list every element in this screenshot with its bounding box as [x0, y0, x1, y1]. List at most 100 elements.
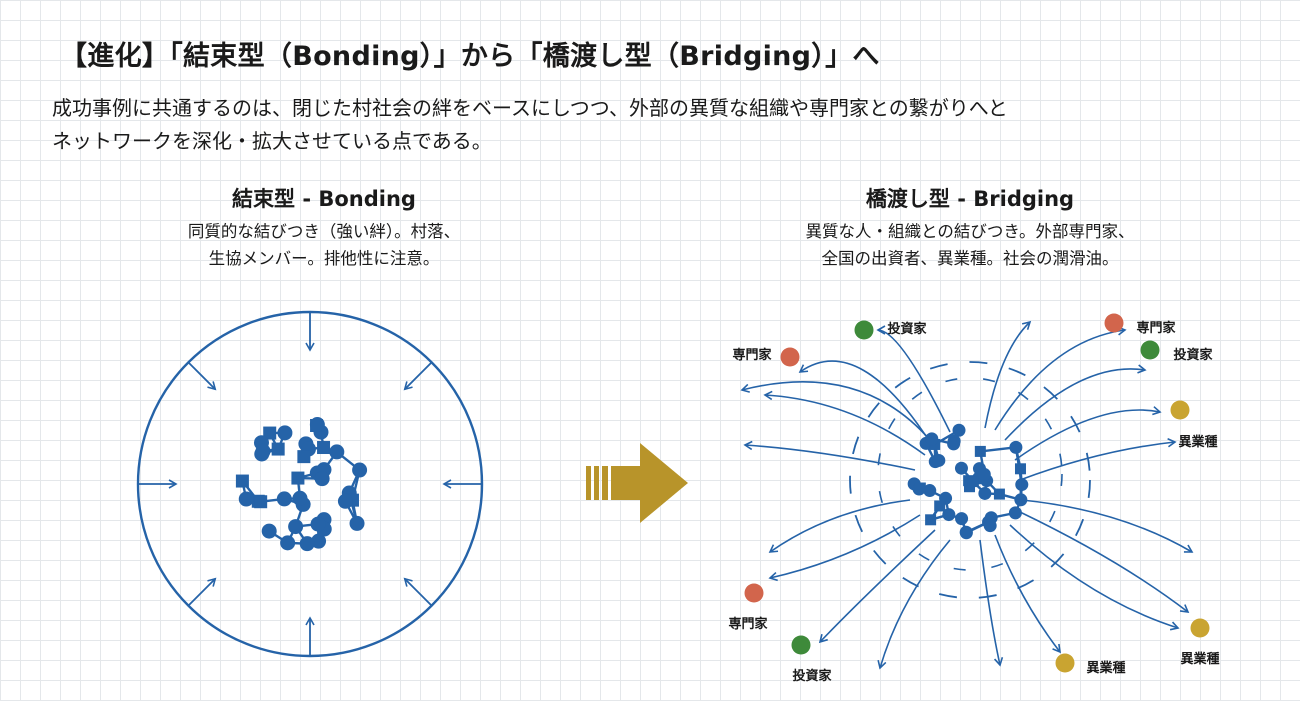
bonding-desc: 同質的な結びつき（強い絆）。村落、 生協メンバー。排他性に注意。	[94, 218, 554, 272]
investor-label: 投資家	[792, 668, 832, 684]
bonding-desc-line-2: 生協メンバー。排他性に注意。	[208, 249, 440, 268]
external-nodes: 専門家投資家専門家投資家異業種専門家投資家異業種異業種	[728, 313, 1220, 684]
cluster-node	[983, 519, 997, 533]
outward-arrow	[768, 514, 921, 582]
inward-arrow	[403, 361, 433, 391]
transition-arrow	[586, 443, 688, 523]
cluster-node	[310, 516, 326, 532]
investor-node	[854, 320, 874, 340]
cluster-node	[288, 519, 304, 535]
outward-arrow	[979, 539, 1004, 667]
bridging-desc: 異質な人・組織との結びつき。外部専門家、 全国の出資者、異業種。社会の潤滑油。	[740, 218, 1200, 272]
outward-arrow	[994, 534, 1061, 654]
bonding-desc-line-1: 同質的な結びつき（強い絆）。村落、	[187, 222, 461, 241]
outward-arrow	[1019, 511, 1190, 613]
outward-arrow	[1014, 406, 1162, 461]
inward-arrow	[187, 577, 217, 607]
investor-node	[791, 635, 811, 655]
expert-node	[1104, 313, 1124, 333]
outward-arrow	[763, 390, 926, 456]
cluster-node-square	[235, 474, 249, 488]
cluster-node	[337, 493, 353, 509]
outward-arrow	[876, 325, 951, 433]
expert-node	[744, 583, 764, 603]
cluster-node	[954, 461, 968, 475]
expert-label: 専門家	[732, 347, 772, 363]
industry-node	[1170, 400, 1190, 420]
cluster-node-square	[271, 442, 285, 456]
outward-arrow	[984, 320, 1032, 429]
industry-label: 異業種	[1180, 651, 1219, 667]
inward-arrow	[187, 361, 217, 391]
cluster-node	[952, 423, 966, 437]
industry-node	[1055, 653, 1075, 673]
cluster-node	[314, 471, 330, 487]
outward-arrow	[1004, 364, 1147, 441]
outward-arrow	[740, 381, 931, 441]
cluster-nodes	[235, 417, 368, 552]
transition-arrow-head	[611, 443, 688, 523]
cluster-node	[352, 462, 368, 478]
cluster-node-square	[974, 445, 986, 457]
dashed-ring	[849, 361, 1091, 599]
investor-label: 投資家	[887, 321, 927, 337]
industry-label: 異業種	[1178, 434, 1217, 450]
cluster-node-square	[967, 476, 979, 488]
outward-arrow	[1009, 524, 1180, 631]
bridging-diagram: 専門家投資家専門家投資家異業種専門家投資家異業種異業種	[728, 313, 1220, 684]
cluster-node	[238, 491, 254, 507]
cluster-node	[280, 535, 296, 551]
outward-arrow	[743, 440, 916, 471]
cluster-node	[1008, 506, 1022, 520]
outward-arrow	[994, 326, 1127, 431]
industry-label: 異業種	[1086, 660, 1125, 676]
arrow-bar	[602, 466, 608, 500]
bridging-header: 橋渡し型 - Bridging 異質な人・組織との結びつき。外部専門家、 全国の…	[740, 184, 1200, 272]
outward-links	[740, 320, 1194, 670]
investor-label: 投資家	[1173, 347, 1213, 363]
cluster-node	[925, 432, 939, 446]
bridging-heading: 橋渡し型 - Bridging	[865, 187, 1075, 211]
cluster-node-square	[263, 426, 277, 440]
expert-label: 専門家	[728, 616, 768, 632]
outward-arrow	[1019, 438, 1177, 481]
cluster-node-square	[934, 500, 946, 512]
cluster-node-square	[297, 450, 311, 464]
arrow-bar	[586, 466, 591, 500]
page-title: 【進化】「結束型（Bonding）」から「橋渡し型（Bridging）」へ	[60, 41, 880, 72]
expert-label: 専門家	[1136, 320, 1176, 336]
cluster-nodes	[907, 423, 1029, 540]
bridging-desc-line-1: 異質な人・組織との結びつき。外部専門家、	[805, 222, 1135, 241]
bonding-header: 結束型 - Bonding 同質的な結びつき（強い絆）。村落、 生協メンバー。排…	[94, 184, 554, 272]
cluster-node	[255, 443, 271, 459]
outward-arrow	[818, 529, 936, 644]
cluster-node-square	[925, 514, 937, 526]
bonding-diagram	[136, 310, 484, 658]
bonding-heading: 結束型 - Bonding	[232, 187, 416, 211]
cluster-node-square	[914, 482, 926, 494]
cluster-node	[277, 425, 293, 441]
arrow-bar	[594, 466, 599, 500]
cluster-node-square	[993, 488, 1005, 500]
cluster-node	[1009, 440, 1023, 454]
cluster-node	[1015, 478, 1029, 492]
cluster-node	[955, 512, 969, 526]
cluster-node	[959, 526, 973, 540]
lead-line-2: ネットワークを深化・拡大させている点である。	[52, 129, 492, 153]
cluster-node-square	[254, 495, 268, 509]
industry-node	[1190, 618, 1210, 638]
cluster-node	[299, 536, 315, 552]
investor-node	[1140, 340, 1160, 360]
cluster-node	[349, 515, 365, 531]
expert-node	[780, 347, 800, 367]
lead-text: 成功事例に共通するのは、閉じた村社会の絆をベースにしつつ、外部の異質な組織や専門…	[52, 92, 1272, 158]
bridging-desc-line-2: 全国の出資者、異業種。社会の潤滑油。	[821, 249, 1119, 268]
outward-arrow	[768, 499, 911, 553]
outward-arrow	[798, 360, 936, 451]
cluster-node	[276, 491, 292, 507]
cluster-node	[1014, 493, 1028, 507]
inward-arrow	[403, 577, 433, 607]
cluster-node	[932, 453, 946, 467]
cluster-node-square	[1014, 463, 1026, 475]
